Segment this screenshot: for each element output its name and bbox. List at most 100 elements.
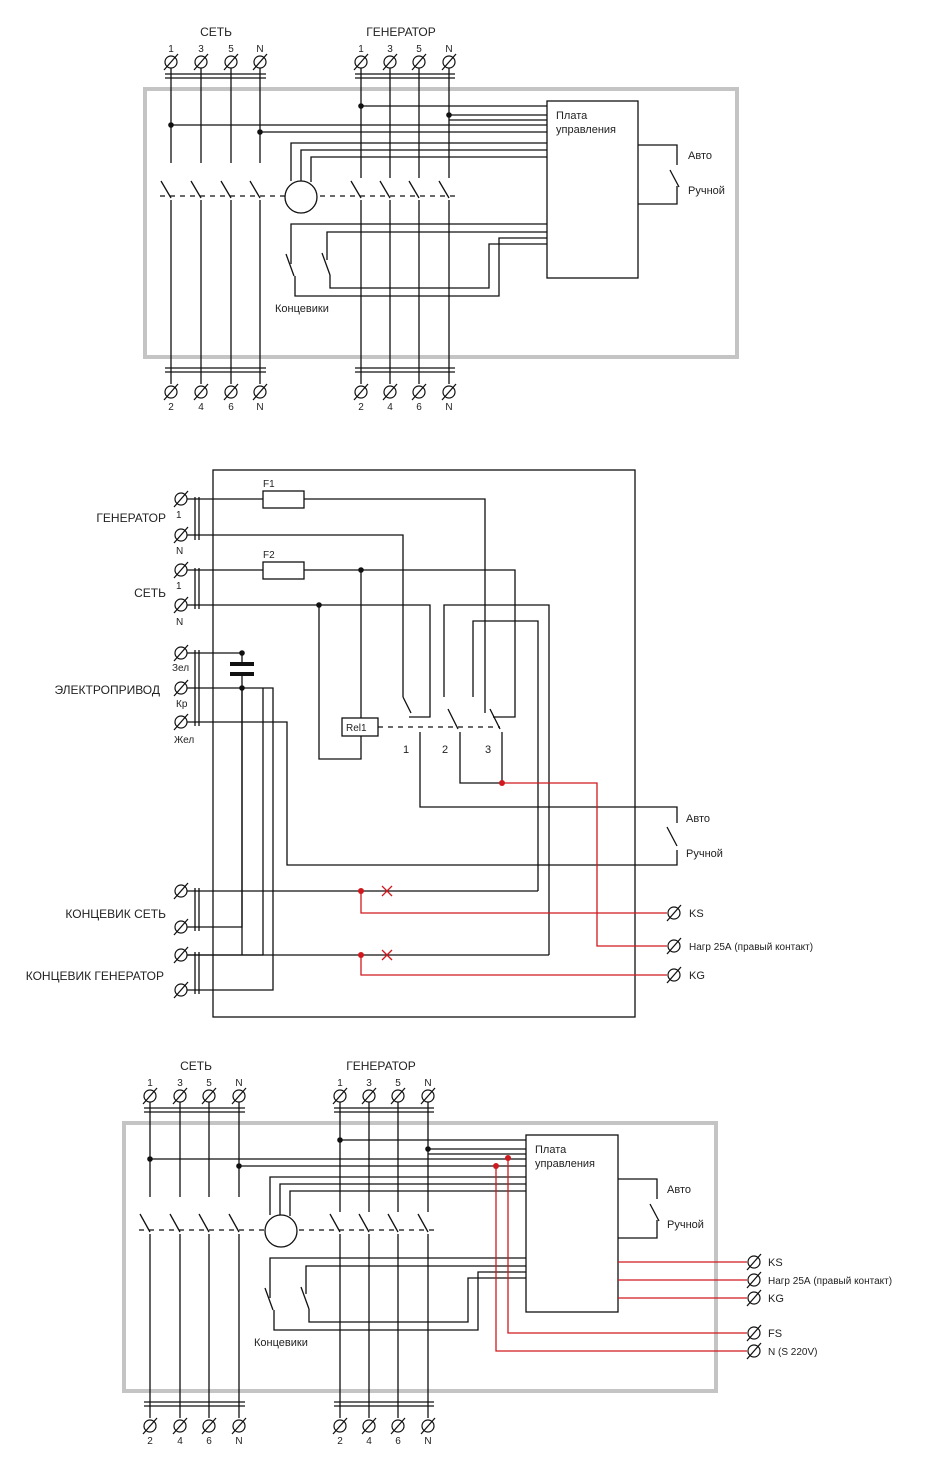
d3-manual-label: Ручной	[667, 1219, 704, 1231]
d3-term-label: 2	[147, 1436, 153, 1447]
diagram-3-ats-with-board-outputs: СЕТЬ ГЕНЕРАТОР 1 3 5 N 1 3 5 N	[122, 1059, 892, 1447]
d2-term-n-label: N	[176, 546, 183, 557]
d2-auto-manual-switch	[666, 826, 678, 847]
d2-manual-label: Ручной	[686, 848, 723, 860]
d1-manual-label: Ручной	[688, 185, 725, 197]
d3-kg-label: KG	[768, 1293, 784, 1305]
d2-f2-label: F2	[263, 550, 275, 561]
d3-neutral-label: N (S 220V)	[768, 1347, 817, 1358]
d1-auto-label: Авто	[688, 150, 712, 162]
d3-bottom-terminals	[142, 1417, 436, 1435]
d3-term-label: 1	[337, 1078, 343, 1089]
d1-top-terminals	[163, 53, 457, 79]
d1-board-label: Плата	[556, 110, 588, 122]
d1-term-label: 4	[387, 402, 393, 413]
d2-fuse-f1	[262, 490, 305, 509]
d1-auto-manual-switch: Авто Ручной	[638, 144, 725, 205]
d1-control-board	[546, 100, 639, 279]
d3-board-label: Плата	[535, 1144, 567, 1156]
d3-fs-label: FS	[768, 1328, 782, 1340]
d2-contact-3-label: 3	[485, 744, 491, 756]
d3-term-label: N	[235, 1436, 242, 1447]
d1-motor	[284, 180, 318, 214]
diagram-2-control-board-detail: ГЕНЕРАТОР СЕТЬ ЭЛЕКТРОПРИВОД КОНЦЕВИК СЕ…	[26, 469, 813, 1018]
d1-term-label: N	[445, 402, 452, 413]
d2-yellow-label: Жел	[174, 735, 194, 746]
d2-generator-label: ГЕНЕРАТОР	[96, 511, 166, 525]
d1-term-label: N	[256, 402, 263, 413]
d1-limit-label: Концевики	[275, 303, 329, 315]
d2-limit-generator-label: КОНЦЕВИК ГЕНЕРАТОР	[26, 969, 164, 983]
d2-drive-label: ЭЛЕКТРОПРИВОД	[54, 683, 160, 697]
d1-term-label: 5	[228, 44, 234, 55]
d1-enclosure	[143, 87, 739, 359]
d2-term-1-label: 1	[176, 581, 182, 592]
d2-mains-label: СЕТЬ	[134, 586, 166, 600]
d3-term-label: 6	[395, 1436, 401, 1447]
d3-board-label: управления	[535, 1158, 595, 1170]
d2-output-terminals	[666, 904, 682, 984]
d3-output-terminals	[746, 1253, 762, 1360]
d2-contact-1-label: 1	[403, 744, 409, 756]
d3-auto-manual-switch: Авто Ручной	[618, 1178, 704, 1239]
d3-term-label: 5	[395, 1078, 401, 1089]
d1-term-label: 3	[198, 44, 204, 55]
d2-board-outline	[212, 469, 636, 1018]
d1-term-label: 6	[228, 402, 234, 413]
d1-term-label: 4	[198, 402, 204, 413]
d2-auto-label: Авто	[686, 813, 710, 825]
d3-load-label: Нагр 25А (правый контакт)	[768, 1276, 892, 1287]
d2-kg-label: KG	[689, 970, 705, 982]
d3-mains-label: СЕТЬ	[180, 1059, 212, 1073]
d1-board-wires	[168, 103, 547, 297]
d1-term-label: 6	[416, 402, 422, 413]
d3-board-wires	[147, 1137, 526, 1331]
d3-term-label: 1	[147, 1078, 153, 1089]
d3-control-board	[525, 1134, 619, 1313]
d2-red-label: Кр	[176, 699, 188, 710]
d3-term-label: 3	[366, 1078, 372, 1089]
d3-term-label: 6	[206, 1436, 212, 1447]
d2-wiring	[187, 498, 678, 991]
d3-term-label: 5	[206, 1078, 212, 1089]
d1-poles	[160, 68, 455, 384]
d3-term-label: 4	[177, 1436, 183, 1447]
d3-term-label: N	[424, 1078, 431, 1089]
d1-generator-label: ГЕНЕРАТОР	[366, 25, 436, 39]
d1-term-label: 1	[358, 44, 364, 55]
d1-term-label: 3	[387, 44, 393, 55]
d2-relay-label: Rel1	[346, 723, 367, 734]
d3-enclosure	[122, 1121, 718, 1393]
d3-ks-label: KS	[768, 1257, 783, 1269]
d2-term-n-label: N	[176, 617, 183, 628]
d2-term-1-label: 1	[176, 510, 182, 521]
d3-term-label: N	[424, 1436, 431, 1447]
d3-generator-label: ГЕНЕРАТОР	[346, 1059, 416, 1073]
d1-mains-label: СЕТЬ	[200, 25, 232, 39]
d1-bottom-terminals	[163, 383, 457, 401]
d2-f1-label: F1	[263, 479, 275, 490]
d3-poles	[139, 1102, 434, 1418]
d1-term-label: 5	[416, 44, 422, 55]
d2-red-wiring	[358, 780, 667, 976]
d1-term-label: N	[445, 44, 452, 55]
d3-red-wiring	[493, 1155, 747, 1352]
d2-contact-2-label: 2	[442, 744, 448, 756]
d3-term-label: N	[235, 1078, 242, 1089]
d1-term-label: N	[256, 44, 263, 55]
d3-auto-label: Авто	[667, 1184, 691, 1196]
d3-term-label: 2	[337, 1436, 343, 1447]
d1-board-label: управления	[556, 124, 616, 136]
d2-load-label: Нагр 25А (правый контакт)	[689, 942, 813, 953]
d3-motor	[264, 1214, 298, 1248]
d2-fuse-f2	[262, 561, 305, 580]
diagram-1-ats-overview: СЕТЬ ГЕНЕРАТОР 1 3 5 N 1 3 5 N	[143, 25, 739, 413]
d1-term-label: 1	[168, 44, 174, 55]
d3-top-terminals	[142, 1087, 436, 1113]
d2-ks-label: KS	[689, 908, 704, 920]
d3-limit-label: Концевики	[254, 1337, 308, 1349]
d3-term-label: 4	[366, 1436, 372, 1447]
d2-green-label: Зел	[172, 663, 189, 674]
d1-term-label: 2	[168, 402, 174, 413]
